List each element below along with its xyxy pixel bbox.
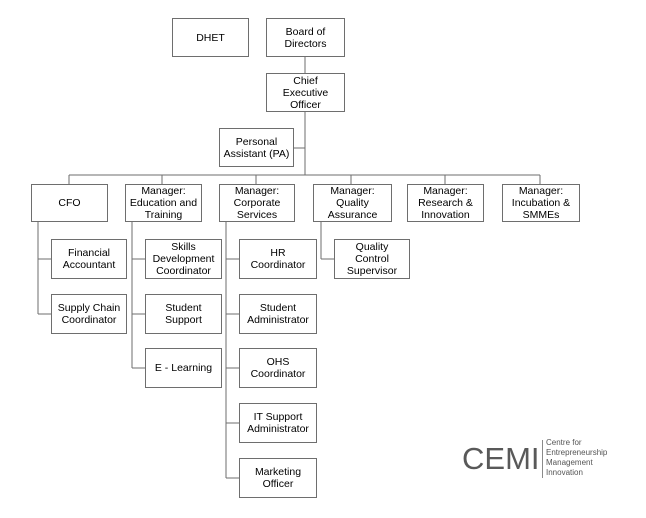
- node-label: DHET: [196, 31, 225, 44]
- node-label: Board of Directors: [284, 25, 327, 50]
- node-label: CFO: [58, 197, 81, 209]
- node-student-support: Student Support: [145, 294, 222, 334]
- node-label: Financial Accountant: [62, 247, 116, 271]
- node-label: Skills Development Coordinator: [152, 241, 215, 277]
- node-hr-coordinator: HR Coordinator: [239, 239, 317, 279]
- node-manager-quality: Manager: Quality Assurance: [313, 184, 392, 222]
- node-manager-corporate: Manager: Corporate Services: [219, 184, 295, 222]
- node-label: Personal Assistant (PA): [223, 135, 290, 160]
- node-label: Manager: Education and Training: [129, 185, 198, 221]
- node-personal-assistant: Personal Assistant (PA): [219, 128, 294, 167]
- node-it-support: IT Support Administrator: [239, 403, 317, 443]
- node-label: IT Support Administrator: [247, 411, 309, 435]
- node-label: Quality Control Supervisor: [346, 241, 398, 277]
- node-ohs-coordinator: OHS Coordinator: [239, 348, 317, 388]
- node-label: Manager: Research & Innovation: [418, 185, 473, 221]
- node-ceo: Chief Executive Officer: [266, 73, 345, 112]
- cemi-logo: CEMI Centre for Entrepreneurship Managem…: [462, 438, 642, 480]
- node-label: Marketing Officer: [254, 466, 302, 490]
- node-label: Chief Executive Officer: [282, 74, 329, 111]
- node-marketing-officer: Marketing Officer: [239, 458, 317, 498]
- node-dhet: DHET: [172, 18, 249, 57]
- logo-divider: [542, 440, 543, 478]
- node-board-of-directors: Board of Directors: [266, 18, 345, 57]
- node-label: Manager: Quality Assurance: [327, 185, 378, 221]
- node-label: E - Learning: [154, 362, 213, 374]
- node-manager-research: Manager: Research & Innovation: [407, 184, 484, 222]
- node-manager-incubation: Manager: Incubation & SMMEs: [502, 184, 580, 222]
- node-supply-chain: Supply Chain Coordinator: [51, 294, 127, 334]
- node-cfo: CFO: [31, 184, 108, 222]
- node-quality-control: Quality Control Supervisor: [334, 239, 410, 279]
- node-label: Supply Chain Coordinator: [57, 302, 121, 326]
- node-e-learning: E - Learning: [145, 348, 222, 388]
- node-student-administrator: Student Administrator: [239, 294, 317, 334]
- node-financial-accountant: Financial Accountant: [51, 239, 127, 279]
- node-manager-education: Manager: Education and Training: [125, 184, 202, 222]
- logo-text: Centre for Entrepreneurship Management I…: [546, 438, 608, 477]
- node-label: Manager: Incubation & SMMEs: [511, 185, 571, 221]
- logo-mark: CEMI: [462, 441, 540, 476]
- node-label: OHS Coordinator: [250, 356, 306, 380]
- node-label: HR Coordinator: [250, 247, 306, 271]
- node-label: Student Support: [165, 302, 202, 326]
- node-label: Student Administrator: [247, 302, 309, 326]
- node-label: Manager: Corporate Services: [233, 185, 281, 221]
- node-skills-development: Skills Development Coordinator: [145, 239, 222, 279]
